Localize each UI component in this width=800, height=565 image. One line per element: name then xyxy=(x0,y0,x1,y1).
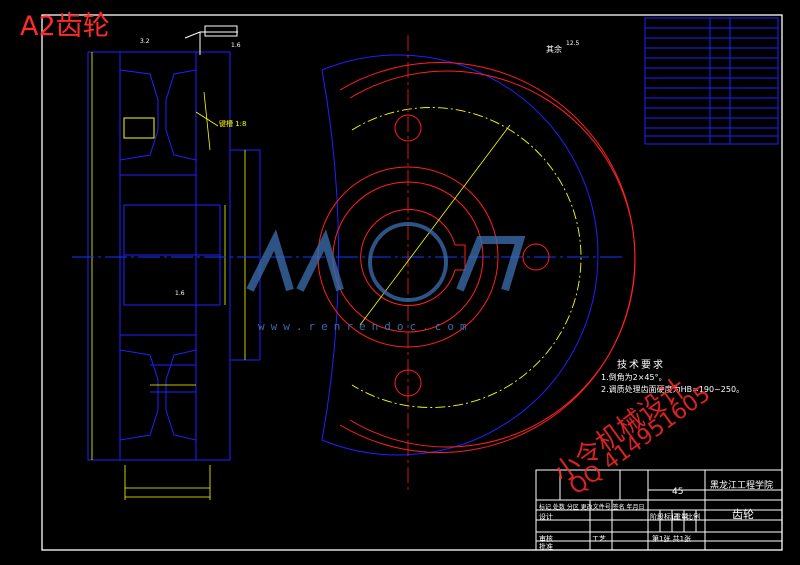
front-view xyxy=(317,35,636,490)
title-block-col-2: 比例 xyxy=(686,513,700,521)
roughness-value-1: 3.2 xyxy=(140,38,150,45)
title-block-col-1: 重量 xyxy=(674,513,688,521)
title-block-row-0: 标记 处数 分区 更改文件号 签名 年月日 xyxy=(539,504,645,511)
tech-item-1: 1.倒角为2×45°。 xyxy=(601,373,667,382)
title-block-part-name: 齿轮 xyxy=(732,508,754,521)
parameter-table xyxy=(644,17,779,145)
title-block-row-1: 设计 xyxy=(539,513,553,521)
roughness-other: 其余 xyxy=(546,45,562,54)
title-block-col-0: 阶段标记 xyxy=(650,513,678,521)
roughness-value-other: 12.5 xyxy=(566,40,580,47)
drawing-title: A2齿轮 xyxy=(20,11,110,42)
title-block-material: 45 xyxy=(672,487,684,497)
dimensions xyxy=(91,52,246,500)
tech-item-2: 2.调质处理齿面硬度为HB=190~250。 xyxy=(601,385,745,394)
section-view xyxy=(87,25,261,461)
watermark-logo xyxy=(246,222,526,302)
title-block-row-3: 工艺 xyxy=(592,535,606,543)
section-outline xyxy=(87,51,231,461)
title-block-row-2: 审核 xyxy=(539,535,553,543)
technical-requirements: 技术要求 1.倒角为2×45°。 2.调质处理齿面硬度为HB=190~250。 xyxy=(601,360,744,396)
title-block-school: 黑龙江工程学院 xyxy=(710,481,774,491)
tech-heading: 技术要求 xyxy=(617,360,665,371)
title-block xyxy=(535,469,783,551)
roughness-value-2: 1.6 xyxy=(231,42,241,49)
drawing-border xyxy=(41,14,783,551)
keyway-annotation: 键槽 1:8 xyxy=(219,120,247,128)
title-block-sheet: 第1张 共1张 xyxy=(652,535,692,543)
watermark-brand: 人人文库 xyxy=(265,245,305,260)
watermark-url: www.renrendoc.com xyxy=(258,320,473,333)
roughness-value-3: 1.6 xyxy=(175,290,185,297)
title-block-row-4: 批准 xyxy=(539,543,553,551)
